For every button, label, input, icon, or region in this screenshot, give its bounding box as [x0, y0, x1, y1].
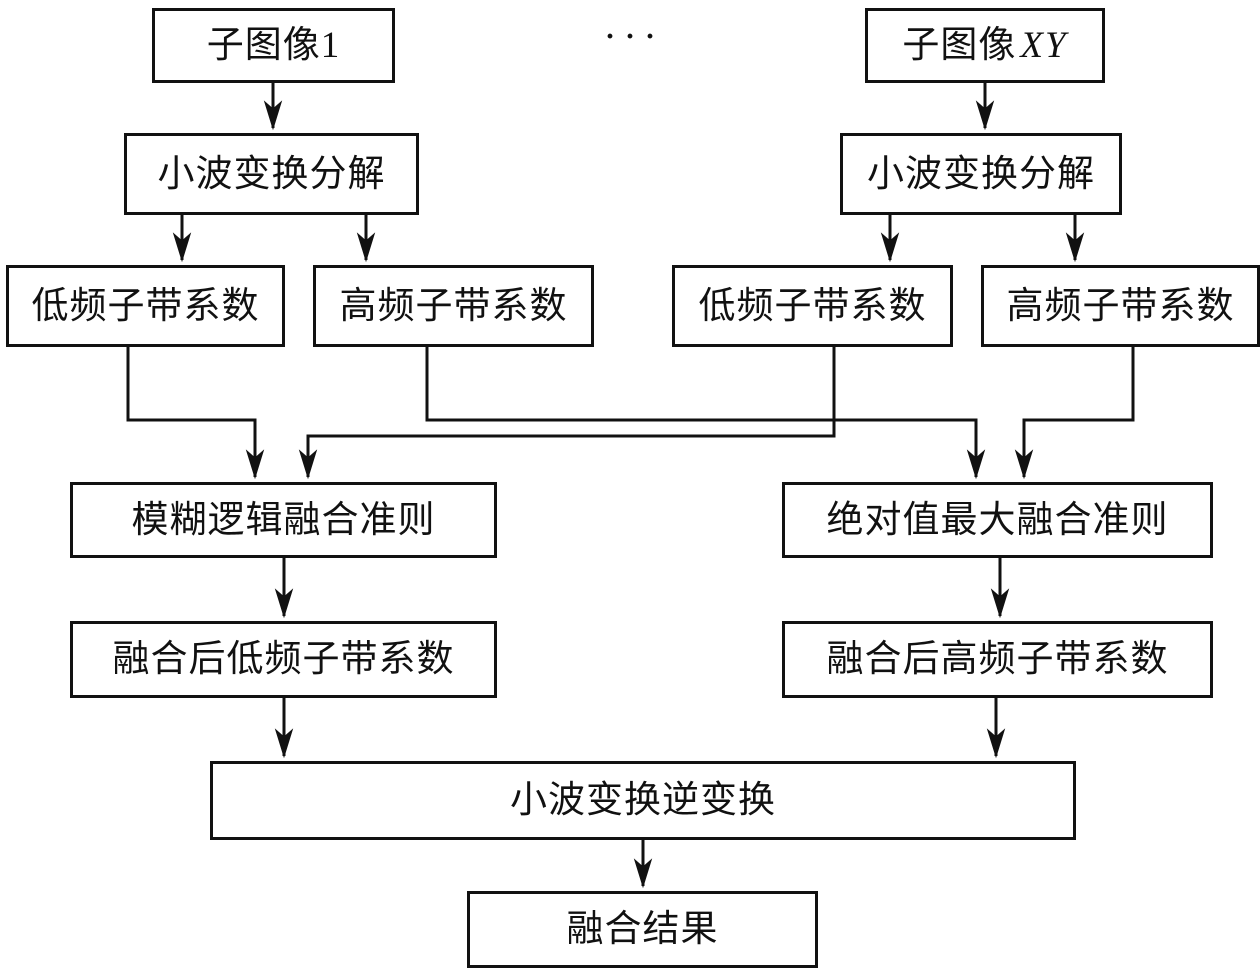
ellipsis-between-sub-images: ··· — [605, 20, 666, 53]
node-sub-image-xy-variable: XY — [1020, 25, 1068, 66]
node-sub-image-xy-prefix: 子图像 — [902, 25, 1017, 66]
node-high-freq-right: 高频子带系数 — [981, 265, 1260, 347]
node-sub-image-1: 子图像1 — [152, 8, 395, 83]
node-fused-low-freq: 融合后低频子带系数 — [70, 621, 497, 698]
node-high-freq-left: 高频子带系数 — [313, 265, 594, 347]
node-fuzzy-logic-fusion-rule: 模糊逻辑融合准则 — [70, 482, 497, 558]
node-abs-max-fusion-rule: 绝对值最大融合准则 — [782, 482, 1213, 558]
node-low-freq-left: 低频子带系数 — [6, 265, 285, 347]
node-wavelet-decompose-right: 小波变换分解 — [840, 133, 1122, 215]
node-wavelet-decompose-left: 小波变换分解 — [124, 133, 419, 215]
node-inverse-wavelet-transform: 小波变换逆变换 — [210, 761, 1076, 840]
node-fused-high-freq: 融合后高频子带系数 — [782, 621, 1213, 698]
node-fusion-result: 融合结果 — [467, 891, 818, 968]
node-low-freq-right: 低频子带系数 — [672, 265, 953, 347]
